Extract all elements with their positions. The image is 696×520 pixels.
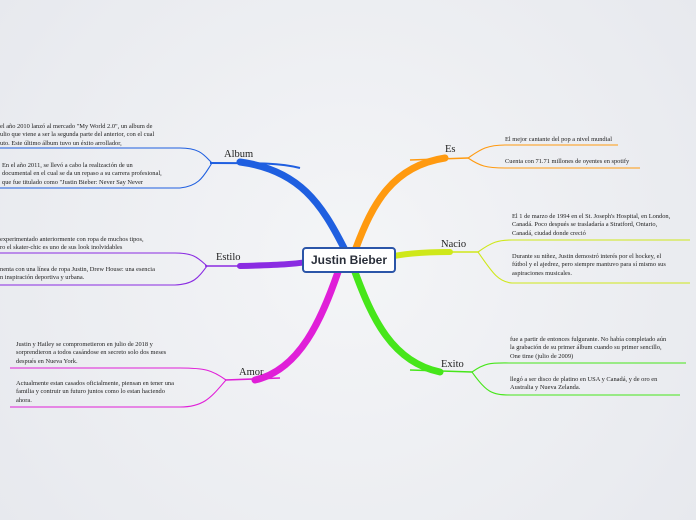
subconnector-album-1 — [0, 147, 213, 164]
subconnector-album-2 — [0, 162, 213, 189]
subconnector-amor-2 — [10, 379, 227, 408]
note-exito-1[interactable]: fue a partir de entonces fulgurante. No … — [510, 336, 667, 360]
root-label: Justin Bieber — [310, 253, 388, 267]
subconnector-exito-1 — [471, 362, 686, 373]
note-es-2[interactable]: Cuenta con 71.71 millones de oyentes en … — [505, 158, 630, 165]
branch-connector-amor-tip — [224, 377, 281, 381]
note-es-1[interactable]: El mejor cantante del pop a nivel mundia… — [505, 136, 613, 143]
note-album-2[interactable]: En el año 2011, se llevó a cabo la reali… — [2, 162, 162, 186]
subconnector-estilo-1 — [0, 252, 208, 267]
subconnector-amor-1 — [10, 367, 227, 381]
subconnector-exito-2 — [471, 371, 680, 396]
note-album-1[interactable]: el año 2010 lanzó al mercado "My World 2… — [0, 123, 155, 147]
branch-estilo[interactable]: Estilo — [216, 252, 241, 263]
branch-connector-amor — [251, 268, 342, 384]
branch-amor[interactable]: Amor — [239, 367, 264, 378]
branch-connector-exito — [351, 268, 444, 376]
note-amor-2[interactable]: Actualmente estan casados oficialmente, … — [16, 380, 174, 404]
subconnector-es-1 — [467, 144, 618, 159]
note-nacio-2[interactable]: Durante su niñez, Justin demostró interé… — [512, 253, 666, 277]
note-amor-1[interactable]: Justin y Hailey se comprometieron en jul… — [16, 341, 167, 365]
root-node[interactable]: Justin Bieber — [302, 247, 396, 273]
note-nacio-1[interactable]: El 1 de marzo de 1994 en el St. Joseph's… — [512, 213, 671, 237]
subconnector-nacio-1 — [477, 239, 690, 253]
subconnector-estilo-2 — [0, 265, 208, 286]
branch-connector-exito-tip — [409, 369, 473, 373]
branch-album[interactable]: Album — [224, 149, 254, 160]
branch-connector-album-tip — [209, 162, 301, 169]
subconnector-es-2 — [467, 157, 640, 169]
note-estilo-2[interactable]: nenta con una línea de ropa Justin, Drew… — [0, 266, 155, 282]
subconnector-nacio-2 — [477, 251, 690, 284]
branch-connector-es — [352, 154, 449, 252]
branch-connector-album — [236, 158, 348, 252]
branch-connector-es-tip — [409, 157, 469, 161]
note-exito-2[interactable]: llegó a ser disco de platino en USA y Ca… — [510, 376, 658, 392]
branch-nacio[interactable]: Nacio — [441, 239, 467, 250]
note-estilo-1[interactable]: experimentado anteriormente con ropa de … — [0, 236, 144, 252]
branch-exito[interactable]: Exito — [441, 359, 464, 370]
branch-es[interactable]: Es — [445, 144, 456, 155]
